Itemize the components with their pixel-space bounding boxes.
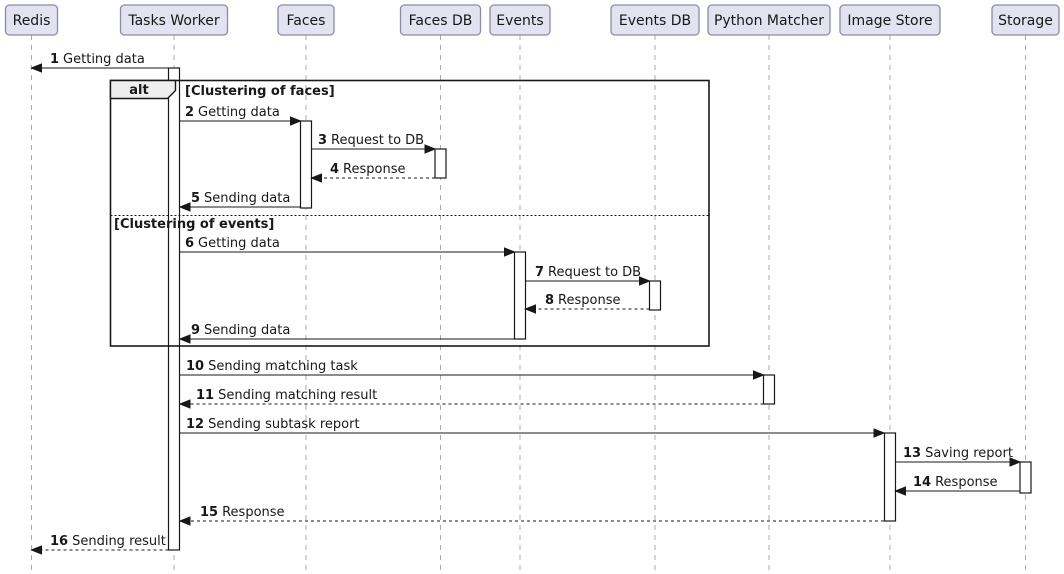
participant-events: Events <box>489 4 551 36</box>
participant-box-redis <box>4 4 59 36</box>
participant-redis: Redis <box>4 4 59 36</box>
message-arrowhead-10 <box>753 370 765 380</box>
message-arrowhead-6 <box>504 247 516 257</box>
message-arrowhead-14 <box>894 486 906 496</box>
activation-tasks-worker <box>167 67 181 551</box>
participant-faces-db: Faces DB <box>399 4 482 36</box>
activation-events-db <box>648 280 662 311</box>
participant-label-storage: Storage <box>998 13 1053 29</box>
participant-image-store: Image Store <box>839 4 941 36</box>
participant-label-redis: Redis <box>13 13 51 29</box>
activation-events <box>513 251 527 340</box>
message-arrowhead-3 <box>424 144 437 154</box>
participant-box-events-db <box>610 4 700 36</box>
message-arrowhead-9 <box>178 334 191 344</box>
message-arrowhead-5 <box>178 202 191 212</box>
alt-frame: alt [Clustering of faces] [Clustering of e… <box>109 79 710 347</box>
message-arrowhead-7 <box>639 276 651 286</box>
participant-label-faces-db: Faces DB <box>409 13 473 29</box>
participant-label-python-matcher: Python Matcher <box>714 13 824 29</box>
message-arrowhead-2 <box>290 116 302 126</box>
activation-image-store <box>883 432 897 522</box>
alt-guard-1: [Clustering of events] <box>114 217 274 232</box>
message-arrowhead-1 <box>30 63 42 73</box>
participant-label-image-store: Image Store <box>847 13 932 29</box>
message-arrowhead-11 <box>178 399 191 409</box>
message-arrowhead-12 <box>873 428 886 438</box>
activation-faces <box>299 120 313 209</box>
alt-frame-border <box>109 79 710 347</box>
participant-label-faces: Faces <box>287 13 326 29</box>
participant-python-matcher: Python Matcher <box>707 4 831 36</box>
participant-label-events: Events <box>496 13 543 29</box>
alt-pentagon <box>109 79 177 100</box>
message-arrowhead-13 <box>1009 457 1022 467</box>
participant-box-python-matcher <box>707 4 831 36</box>
participant-tasks-worker: Tasks Worker <box>119 4 229 36</box>
participant-box-image-store <box>839 4 941 36</box>
alt-frame-label: alt <box>129 83 148 98</box>
participant-box-storage <box>991 4 1060 36</box>
participant-box-tasks-worker <box>119 4 229 36</box>
participant-faces: Faces <box>277 4 335 36</box>
participant-box-faces-db <box>399 4 482 36</box>
activation-python-matcher <box>762 374 776 405</box>
participant-storage: Storage <box>991 4 1060 36</box>
message-arrowhead-8 <box>524 304 536 314</box>
alt-guard-0: [Clustering of faces] <box>185 84 335 99</box>
message-arrowhead-16 <box>30 545 42 555</box>
participant-box-faces <box>277 4 335 36</box>
activation-faces-db <box>434 148 447 179</box>
activation-storage <box>1019 461 1032 494</box>
message-arrowhead-4 <box>310 173 322 183</box>
participant-events-db: Events DB <box>610 4 700 36</box>
participant-label-events-db: Events DB <box>619 13 691 29</box>
message-arrowhead-15 <box>178 516 191 526</box>
participant-label-tasks-worker: Tasks Worker <box>127 13 220 29</box>
participant-box-events <box>489 4 551 36</box>
